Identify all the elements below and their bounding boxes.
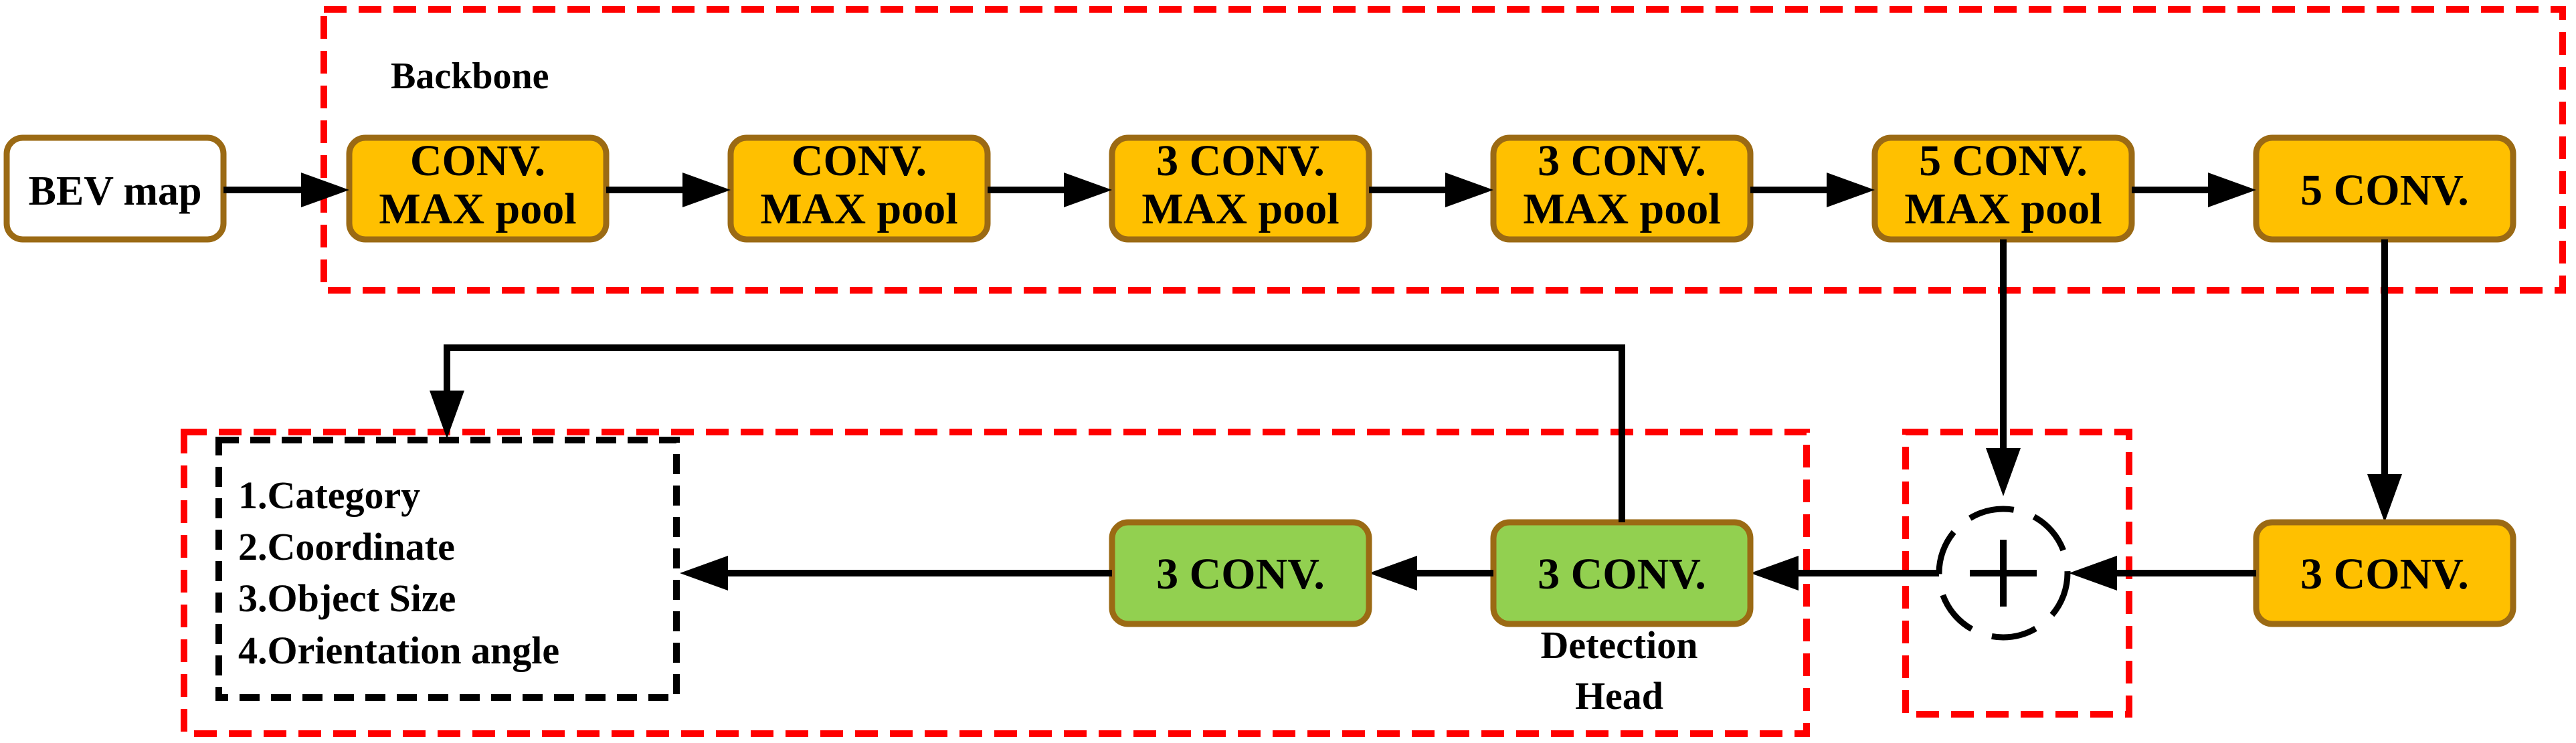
backbone-block-1-line1: CONV. bbox=[410, 136, 545, 185]
plus-circle-icon bbox=[1936, 506, 2071, 641]
input-block: BEV map bbox=[3, 134, 227, 243]
backbone-block-1-line2: MAX pool bbox=[379, 185, 576, 233]
backbone-block-4: 3 CONV. MAX pool bbox=[1490, 134, 1754, 243]
backbone-block-3: 3 CONV. MAX pool bbox=[1109, 134, 1372, 243]
backbone-block-2-line1: CONV. bbox=[792, 136, 927, 185]
neck-block: 3 CONV. bbox=[2253, 519, 2516, 627]
input-block-label: BEV map bbox=[29, 169, 202, 214]
backbone-block-1: CONV. MAX pool bbox=[346, 134, 610, 243]
backbone-region bbox=[320, 6, 2566, 294]
head-block-1-label: 3 CONV. bbox=[1156, 550, 1325, 599]
backbone-block-6: 5 CONV. bbox=[2253, 134, 2516, 243]
backbone-block-2-line2: MAX pool bbox=[760, 185, 957, 233]
backbone-block-5-line2: MAX pool bbox=[1904, 185, 2102, 233]
backbone-title: Backbone bbox=[391, 56, 549, 97]
backbone-block-3-line2: MAX pool bbox=[1141, 185, 1339, 233]
backbone-block-5-line1: 5 CONV. bbox=[1919, 136, 2088, 185]
output-item-3: 3.Object Size bbox=[238, 576, 456, 620]
backbone-block-6-label: 5 CONV. bbox=[2300, 166, 2469, 215]
head-block-2-label: 3 CONV. bbox=[1538, 550, 1706, 599]
backbone-block-2: CONV. MAX pool bbox=[727, 134, 991, 243]
output-item-1: 1.Category bbox=[238, 473, 420, 517]
backbone-block-5: 5 CONV. MAX pool bbox=[1871, 134, 2135, 243]
output-item-2: 2.Coordinate bbox=[238, 525, 455, 568]
backbone-block-4-line1: 3 CONV. bbox=[1538, 136, 1706, 185]
detection-head-title-line2: Head bbox=[1575, 674, 1663, 718]
output-item-4: 4.Orientation angle bbox=[238, 629, 559, 672]
head-block-2: 3 CONV. bbox=[1490, 519, 1754, 627]
head-block-1: 3 CONV. bbox=[1109, 519, 1372, 627]
detection-head-title-line1: Detection bbox=[1540, 623, 1697, 667]
outputs-box bbox=[215, 437, 680, 701]
arrow-head-block-2-to-outputs bbox=[430, 344, 1625, 522]
neck-block-label: 3 CONV. bbox=[2300, 550, 2469, 599]
backbone-block-3-line1: 3 CONV. bbox=[1156, 136, 1325, 185]
backbone-block-4-line2: MAX pool bbox=[1523, 185, 1720, 233]
detection-head-region bbox=[181, 429, 1810, 737]
